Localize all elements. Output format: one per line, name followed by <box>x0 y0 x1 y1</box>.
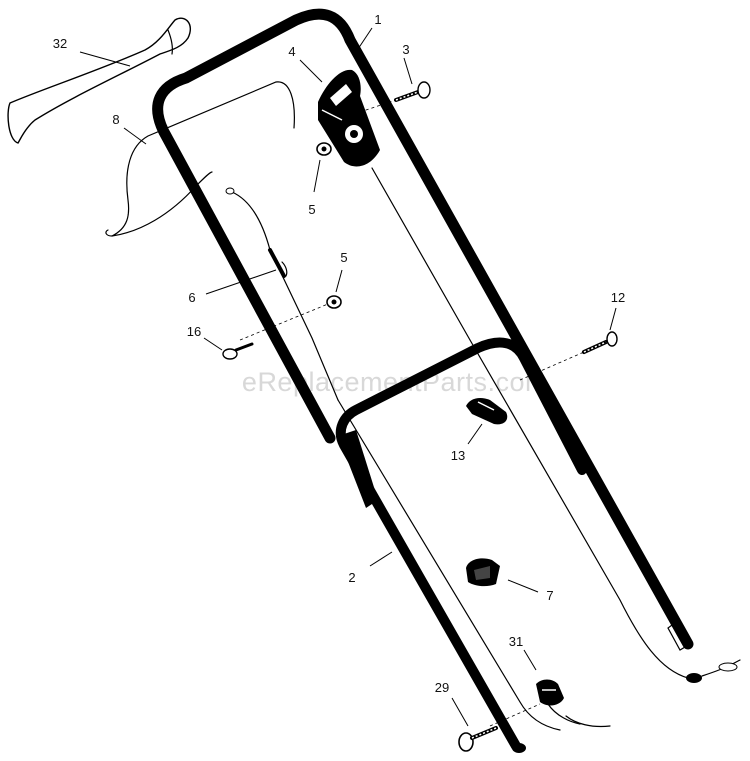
callout-7: 7 <box>546 588 553 603</box>
upper-handle-part-1 <box>152 8 694 651</box>
control-cable-part-8 <box>105 81 295 237</box>
callout-31: 31 <box>509 634 523 649</box>
cable-clip-part-7 <box>466 558 500 587</box>
bolt-alignment-line <box>359 99 397 113</box>
cable-guide-part-31 <box>536 679 611 728</box>
callout-1: 1 <box>374 12 381 27</box>
grip-cover-part-32 <box>7 17 192 144</box>
nut-part-5-lower <box>326 295 342 309</box>
handle-knob-part-13 <box>466 398 508 425</box>
bolt-part-29 <box>458 726 498 752</box>
callout-2: 2 <box>348 570 355 585</box>
callout-6: 6 <box>188 290 195 305</box>
callout-16: 16 <box>187 324 201 339</box>
callout-13: 13 <box>451 448 465 463</box>
callout-5-upper: 5 <box>308 202 315 217</box>
nut-part-5-upper <box>316 142 332 156</box>
bolt-part-12 <box>582 331 618 354</box>
throttle-cable-part-6 <box>225 187 561 731</box>
callout-5-lower: 5 <box>340 250 347 265</box>
bolt-16-alignment-line <box>239 303 329 341</box>
callout-labels: 1 2 3 4 5 5 6 7 8 12 13 16 29 31 32 <box>53 12 625 695</box>
drive-cable <box>371 167 689 679</box>
bolt-part-16 <box>222 342 254 360</box>
control-bracket-part-4 <box>318 69 380 167</box>
callout-12: 12 <box>611 290 625 305</box>
lower-handle-part-2 <box>335 337 587 753</box>
cable-end-fitting <box>686 659 741 683</box>
callout-4: 4 <box>288 44 295 59</box>
bolt-part-3 <box>394 81 431 102</box>
callout-29: 29 <box>435 680 449 695</box>
callout-32: 32 <box>53 36 67 51</box>
callout-8: 8 <box>112 112 119 127</box>
callout-3: 3 <box>402 42 409 57</box>
leader-lines <box>79 27 617 727</box>
